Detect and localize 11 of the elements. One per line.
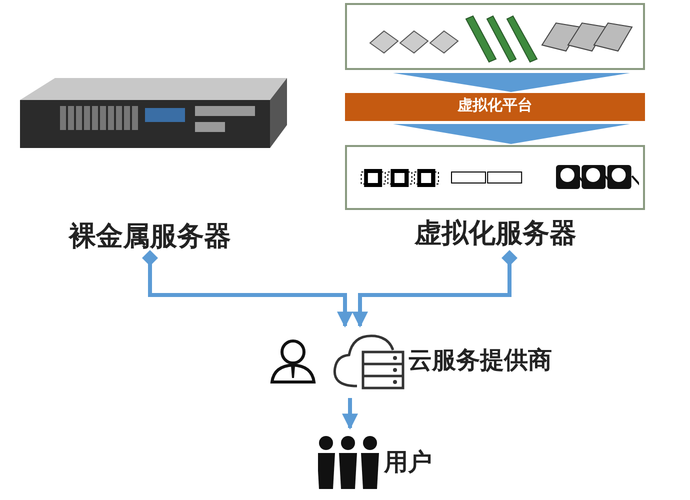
platform-label: 虚拟化平台 — [456, 96, 534, 115]
server-label: 虚拟化服务器 — [413, 217, 578, 251]
connector-arrow — [142, 250, 353, 328]
chevron-arrow — [393, 124, 630, 144]
platform-band — [345, 93, 645, 121]
provider-label: 云服务提供商 — [408, 345, 553, 376]
server-label: 裸金属服务器 — [67, 220, 232, 254]
user-label: 用户 — [384, 447, 433, 478]
connector-arrow — [342, 398, 358, 430]
chevron-arrow — [393, 73, 630, 92]
connector-arrow — [352, 250, 518, 328]
